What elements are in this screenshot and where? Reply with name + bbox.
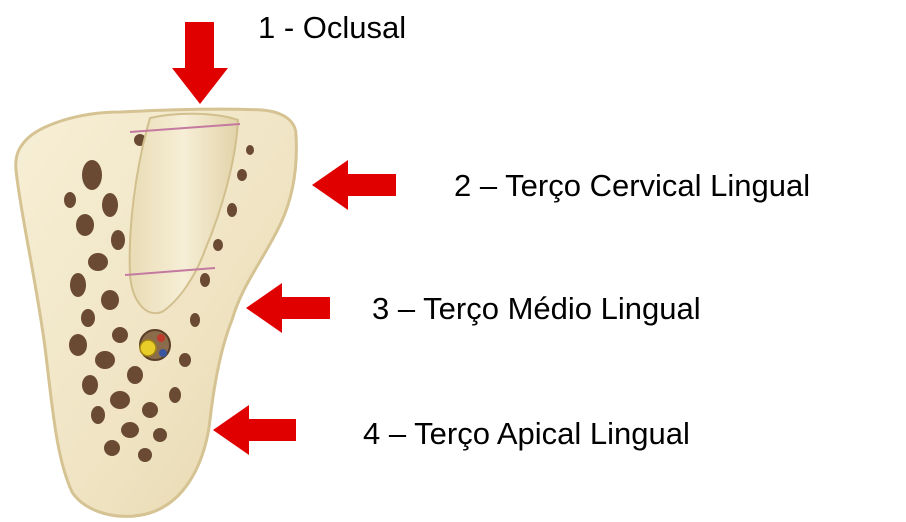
mandibular-canal — [140, 330, 170, 360]
arrow-left-icon — [312, 160, 396, 210]
label-oclusal: 1 - Oclusal — [258, 12, 406, 43]
arrow-down-icon — [172, 22, 228, 104]
artery — [157, 334, 165, 342]
label-apical-third: 4 – Terço Apical Lingual — [363, 418, 690, 449]
label-cervical-third: 2 – Terço Cervical Lingual — [454, 170, 810, 201]
vein — [159, 349, 167, 357]
arrow-left-icon — [213, 405, 296, 455]
nerve — [140, 340, 156, 356]
label-middle-third: 3 – Terço Médio Lingual — [372, 293, 701, 324]
arrow-left-icon — [246, 283, 330, 333]
